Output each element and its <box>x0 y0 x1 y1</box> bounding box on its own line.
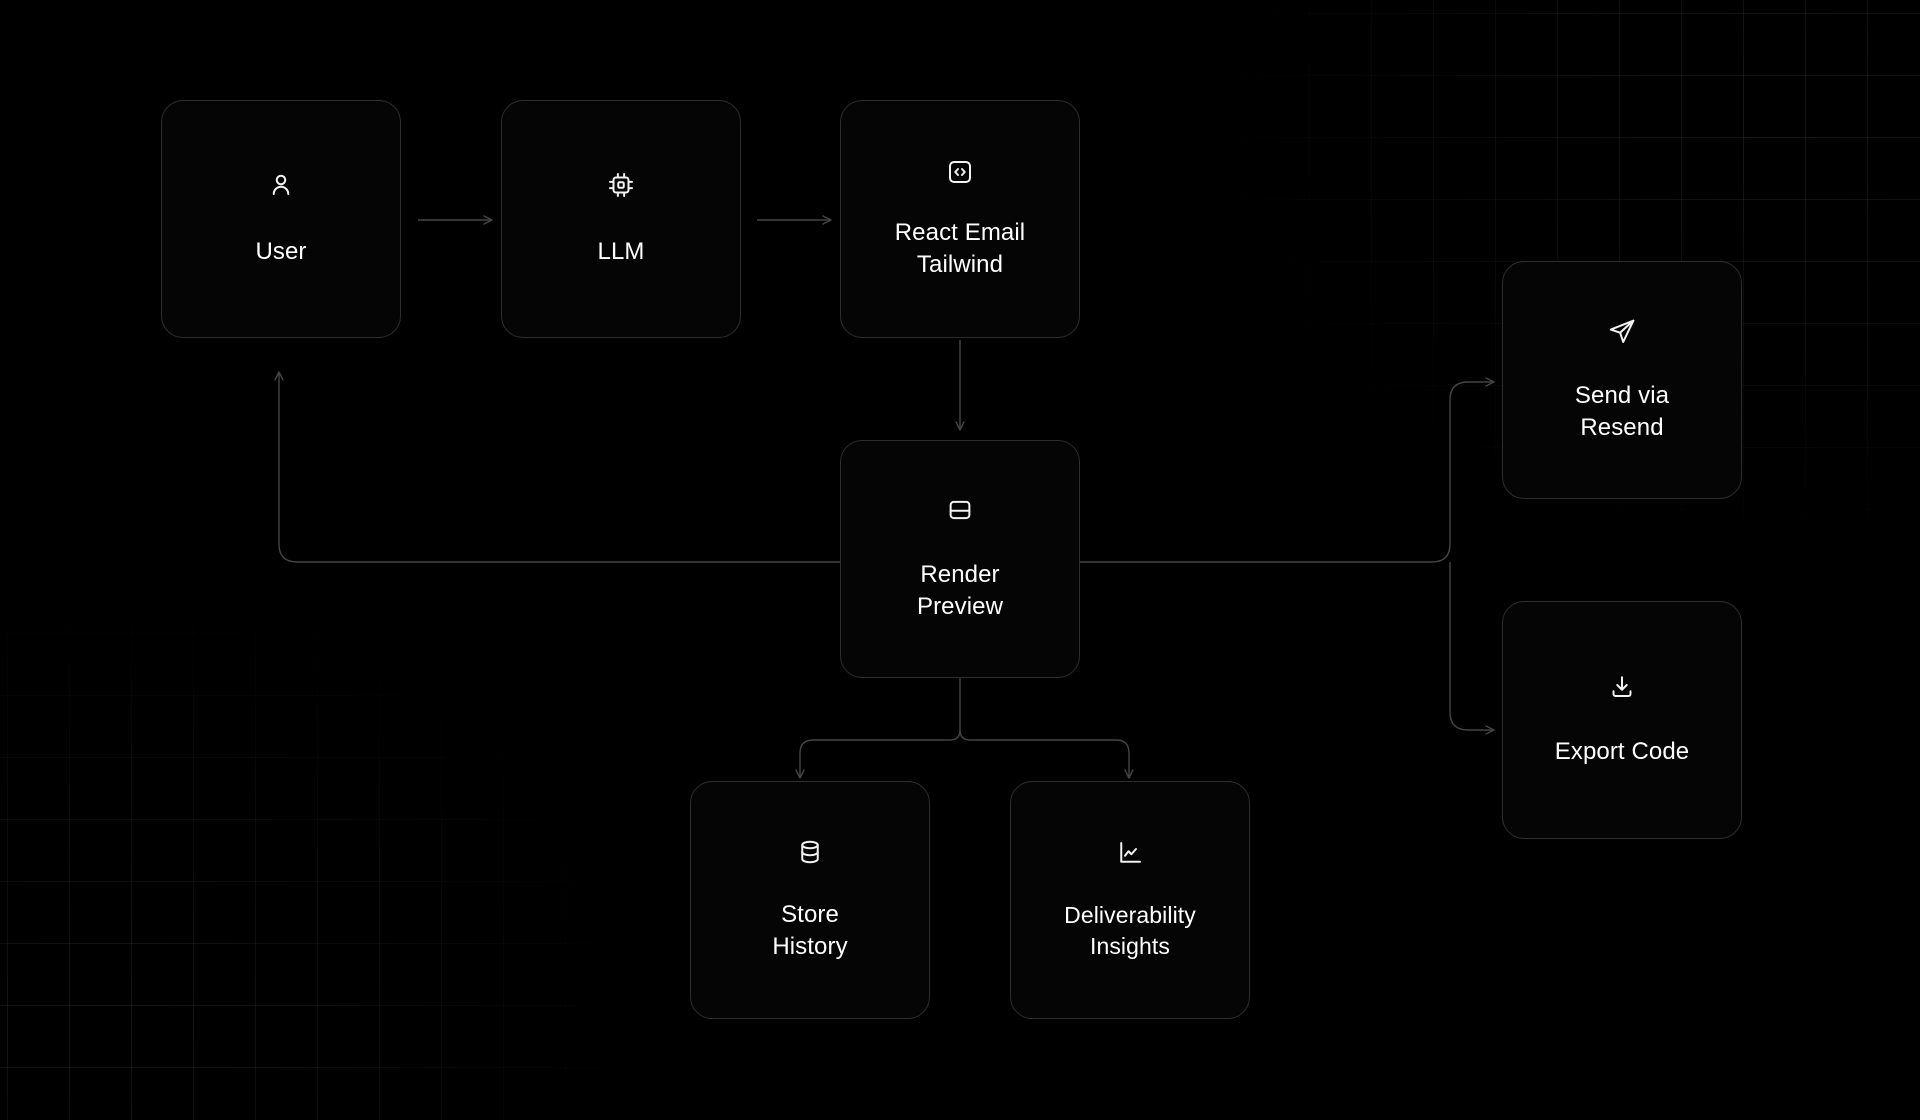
node-user[interactable]: User <box>161 100 401 338</box>
node-llm-label: LLM <box>597 238 645 265</box>
node-render-preview-label: Render Preview <box>916 561 1004 620</box>
code-brackets-icon <box>945 157 975 187</box>
edge-render-preview-to-send-resend <box>1092 377 1495 563</box>
edge-render-preview-to-store-history <box>795 678 961 779</box>
download-icon <box>1607 672 1637 702</box>
node-store-history-label: Store History <box>772 901 848 960</box>
layout-panel-icon <box>945 495 975 525</box>
node-store-history[interactable]: Store History <box>690 781 930 1019</box>
send-paper-plane-icon <box>1606 316 1638 348</box>
node-react-email-tailwind[interactable]: React Email Tailwind <box>840 100 1080 338</box>
cpu-chip-icon <box>606 170 636 200</box>
node-deliverability-insights-label: Deliverability Insights <box>1064 902 1196 959</box>
node-react-email-tailwind-label: React Email Tailwind <box>894 219 1026 278</box>
node-llm[interactable]: LLM <box>501 100 741 338</box>
database-icon <box>795 837 825 867</box>
line-chart-icon <box>1115 838 1145 868</box>
edge-render-preview-to-deliverability-insights <box>959 729 1134 779</box>
node-export-code[interactable]: Export Code <box>1502 601 1742 839</box>
node-user-label: User <box>255 238 307 265</box>
node-send-via-resend[interactable]: Send via Resend <box>1502 261 1742 499</box>
node-render-preview[interactable]: Render Preview <box>840 440 1080 678</box>
edge-render-preview-to-export-code <box>1449 562 1495 735</box>
node-send-via-resend-label: Send via Resend <box>1574 382 1670 441</box>
node-export-code-label: Export Code <box>1554 738 1690 765</box>
user-icon <box>266 170 296 200</box>
node-deliverability-insights[interactable]: Deliverability Insights <box>1010 781 1250 1019</box>
